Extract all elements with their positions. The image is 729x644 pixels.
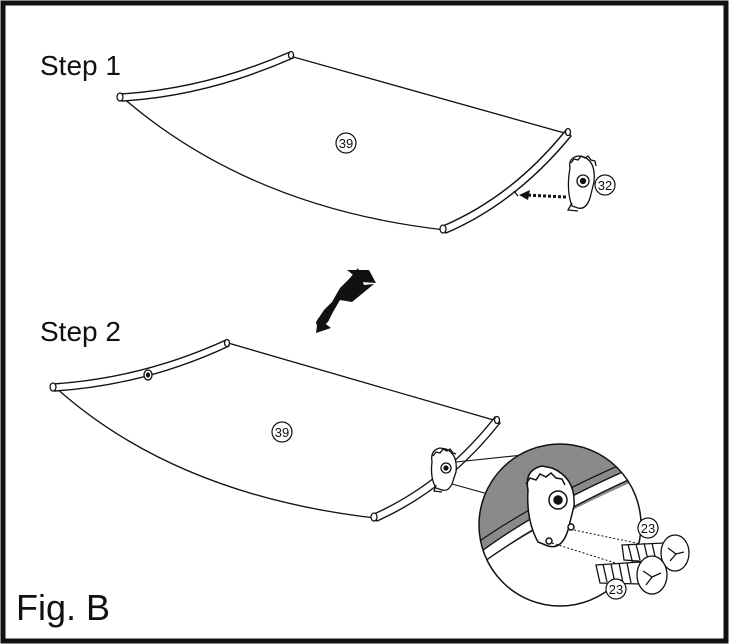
detail-magnifier — [470, 440, 660, 620]
figure-label: Fig. B — [16, 590, 110, 626]
step1-bracket — [568, 156, 596, 211]
step-2-label: Step 2 — [40, 318, 121, 346]
callout-23-lower-text: 23 — [609, 582, 623, 597]
callout-32: 32 — [595, 175, 615, 195]
step2-bracket — [432, 448, 457, 492]
callout-39-step2: 39 — [272, 422, 292, 442]
callout-39-step1: 39 — [336, 133, 356, 153]
callout-39-step2-text: 39 — [275, 425, 289, 440]
callout-32-text: 32 — [598, 178, 612, 193]
step-transition-arrow — [316, 268, 376, 333]
callout-39-step1-text: 39 — [339, 136, 353, 151]
callout-23-upper-text: 23 — [641, 521, 655, 536]
step-1-label: Step 1 — [40, 52, 121, 80]
insert-arrow — [519, 190, 566, 200]
callout-23-lower: 23 — [606, 579, 626, 599]
callout-23-upper: 23 — [638, 518, 658, 538]
